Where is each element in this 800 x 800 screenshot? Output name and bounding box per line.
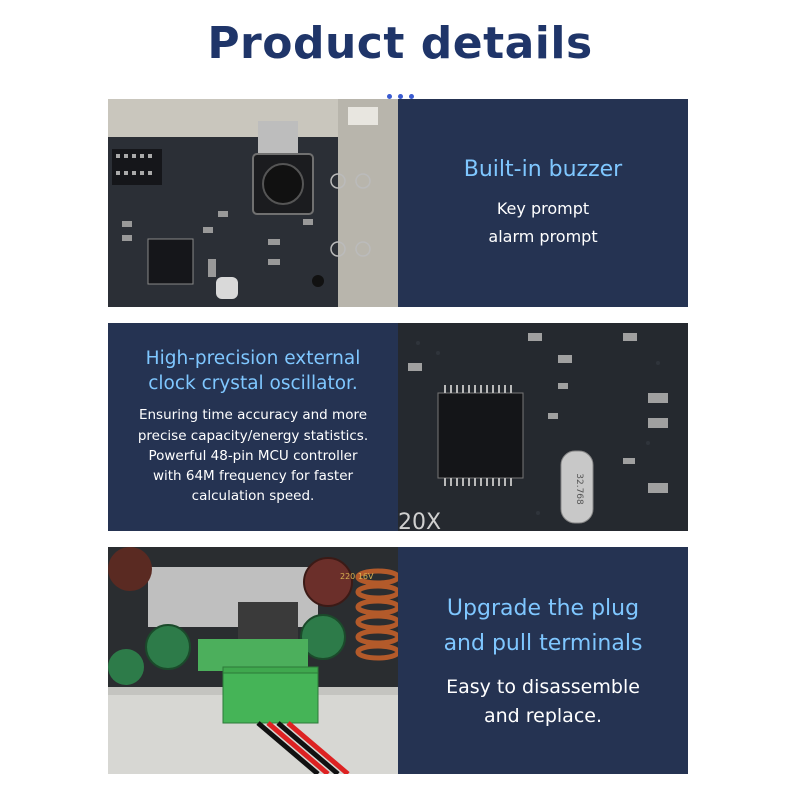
section-crystal: High-precision external clock crystal os… — [108, 323, 688, 531]
terminals-text: Upgrade the plug and pull terminals Easy… — [398, 547, 688, 774]
crystal-marking: 32.768 — [574, 473, 584, 505]
capacitor-marking: 220 16V — [340, 572, 374, 581]
section-buzzer: Built-in buzzer Key prompt alarm prompt — [108, 99, 688, 307]
buzzer-description: Key prompt alarm prompt — [488, 198, 598, 246]
buzzer-text: Built-in buzzer Key prompt alarm prompt — [398, 99, 688, 307]
section-terminals: 220 16V Upgrade the plug and pull termin… — [108, 547, 688, 774]
buzzer-heading: Built-in buzzer — [463, 157, 623, 183]
crystal-heading: High-precision external clock crystal os… — [145, 348, 361, 395]
page-title: Product details — [207, 18, 593, 69]
board-silkscreen: 20X — [398, 510, 441, 531]
terminals-photo: 220 16V — [108, 547, 398, 774]
terminals-heading: Upgrade the plug and pull terminals — [443, 595, 643, 656]
crystal-photo: 32.768 20X — [398, 323, 688, 531]
terminals-description: Easy to disassemble and replace. — [446, 676, 640, 727]
title-dots — [0, 84, 800, 99]
crystal-text: High-precision external clock crystal os… — [108, 323, 398, 531]
crystal-description: Ensuring time accuracy and more precise … — [137, 407, 369, 505]
buzzer-photo — [108, 99, 398, 307]
